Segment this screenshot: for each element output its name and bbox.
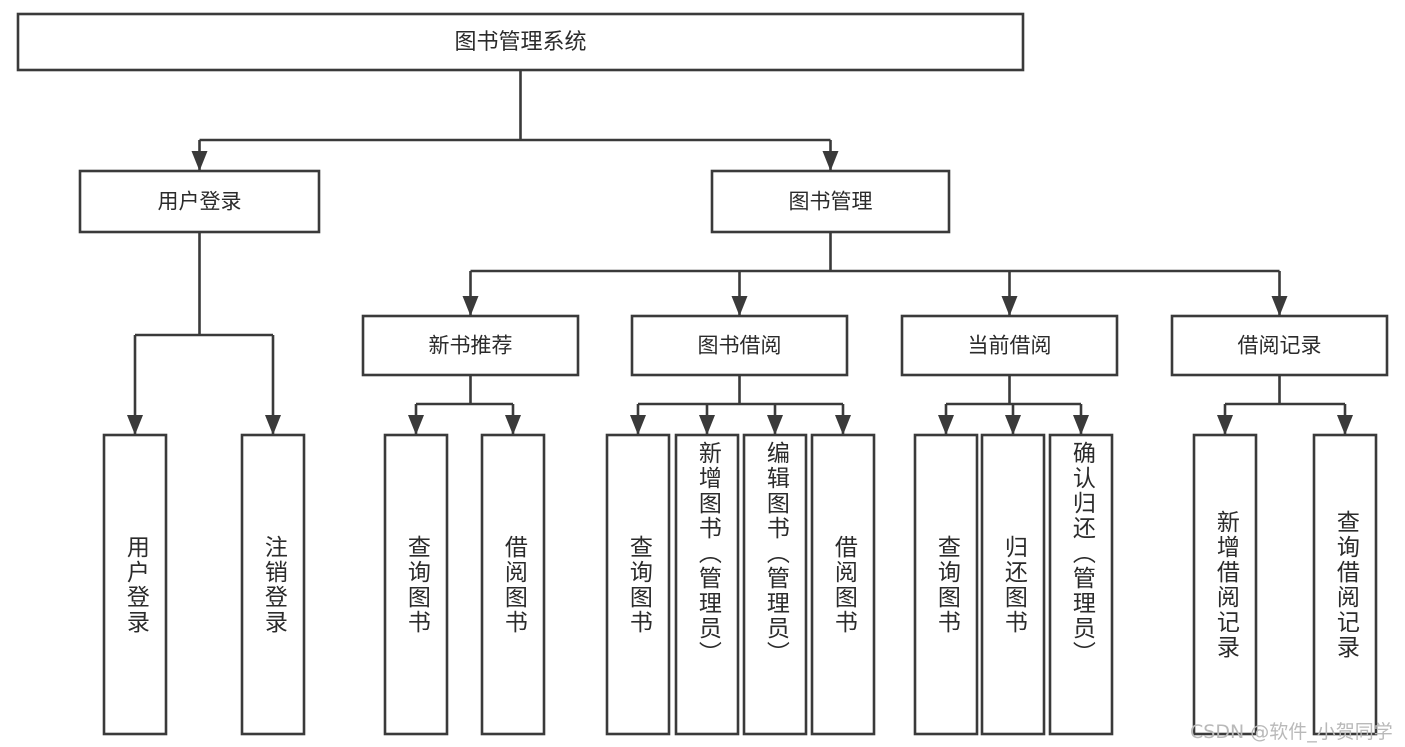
node-box-records[interactable]	[1170, 314, 1389, 377]
edge-arrowhead-login	[191, 151, 208, 171]
node-box-bookmgmt[interactable]	[710, 169, 951, 234]
edge-arrowhead-leaf_rec_add	[1217, 415, 1233, 435]
edge-arrowhead-newbook	[462, 296, 479, 316]
node-box-leaf-cur-confirm[interactable]	[1048, 433, 1114, 736]
node-label-login: 用户登录	[158, 190, 242, 214]
edge-arrowhead-bookmgmt	[822, 151, 839, 171]
edge-arrowhead-borrow	[731, 296, 748, 316]
node-label-bookmgmt: 图书管理	[789, 190, 873, 214]
node-box-leaf-bw-borrow[interactable]	[810, 433, 876, 736]
node-box-root[interactable]	[16, 12, 1025, 72]
edge-arrowhead-leaf_bw_borrow	[835, 415, 851, 435]
edge-layer	[127, 70, 1353, 435]
node-box-leaf-cur-return[interactable]	[980, 433, 1046, 736]
node-label-records: 借阅记录	[1238, 334, 1322, 358]
node-label-root: 图书管理系统	[454, 30, 586, 55]
edge-arrowhead-leaf_bw_edit	[767, 415, 783, 435]
node-box-leaf-bw-edit[interactable]	[742, 433, 808, 736]
edge-arrowhead-leaf_nb_query	[408, 415, 424, 435]
box-layer	[16, 12, 1389, 736]
edge-arrowhead-records	[1271, 296, 1288, 316]
node-label-newbook: 新书推荐	[429, 334, 513, 358]
node-box-leaf-user-logout[interactable]	[240, 433, 306, 736]
node-label-borrow: 图书借阅	[698, 334, 782, 358]
node-box-leaf-bw-query[interactable]	[605, 433, 671, 736]
node-box-leaf-user-login[interactable]	[102, 433, 168, 736]
edge-arrowhead-leaf_nb_borrow	[505, 415, 521, 435]
edge-arrowhead-leaf_bw_query	[630, 415, 646, 435]
edge-arrowhead-leaf_cur_return	[1005, 415, 1021, 435]
edge-arrowhead-leaf_cur_confirm	[1073, 415, 1089, 435]
edge-arrowhead-leaf_cur_query	[938, 415, 954, 435]
node-box-newbook[interactable]	[361, 314, 580, 377]
node-box-login[interactable]	[78, 169, 321, 234]
edge-arrowhead-leaf_user_logout	[265, 415, 281, 435]
edge-arrowhead-leaf_user_login	[127, 415, 143, 435]
node-box-borrow[interactable]	[630, 314, 849, 377]
node-box-leaf-nb-query[interactable]	[383, 433, 449, 736]
node-label-current: 当前借阅	[968, 334, 1052, 358]
node-box-leaf-nb-borrow[interactable]	[480, 433, 546, 736]
edge-arrowhead-leaf_bw_add	[699, 415, 715, 435]
node-box-leaf-cur-query[interactable]	[913, 433, 979, 736]
node-box-current[interactable]	[900, 314, 1119, 377]
edge-arrowhead-current	[1001, 296, 1018, 316]
node-box-leaf-rec-query[interactable]	[1312, 433, 1378, 736]
node-box-leaf-rec-add[interactable]	[1192, 433, 1258, 736]
edge-arrowhead-leaf_rec_query	[1337, 415, 1353, 435]
node-box-leaf-bw-add[interactable]	[674, 433, 740, 736]
